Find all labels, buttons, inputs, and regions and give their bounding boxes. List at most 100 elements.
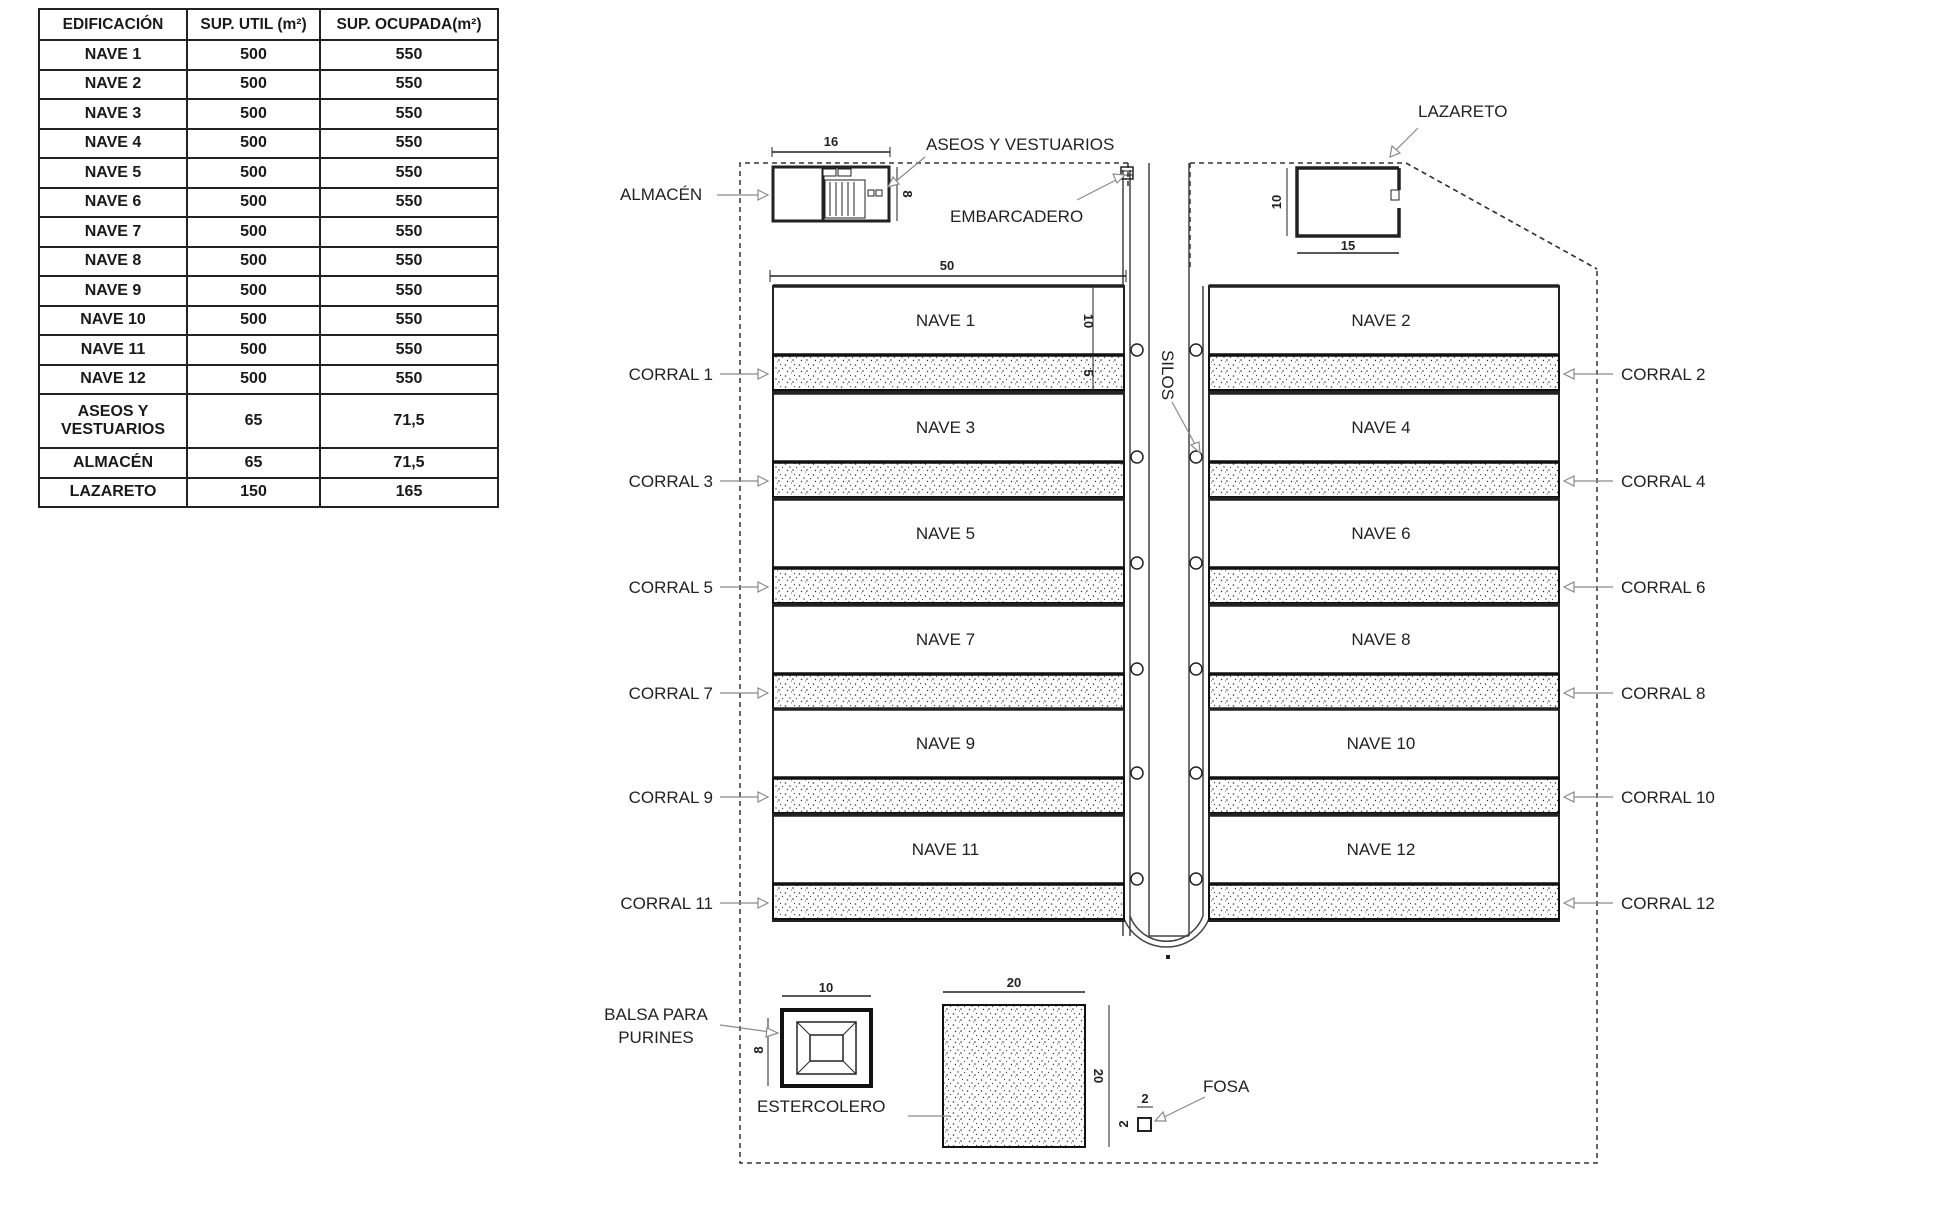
- arrow-head-icon: [757, 897, 770, 909]
- cell-sup-util: 500: [186, 157, 321, 189]
- corral-label: CORRAL 5: [629, 578, 713, 597]
- cell-building: NAVE 7: [38, 216, 188, 248]
- silos: [1130, 343, 1203, 886]
- lazareto-depth-label: 10: [1269, 195, 1284, 209]
- cell-building: NAVE 10: [38, 304, 188, 336]
- fosa-box: [1137, 1117, 1152, 1132]
- nave-label: NAVE 4: [1351, 418, 1410, 437]
- nave-label: NAVE 3: [916, 418, 975, 437]
- cell-sup-util: 500: [186, 304, 321, 336]
- silo-icon: [1189, 662, 1203, 676]
- silos-leader: [1171, 401, 1197, 447]
- aseos-leader: [894, 156, 926, 183]
- cell-sup-ocupada: 550: [319, 216, 499, 248]
- nave-depth-dimensions: 10 5: [1081, 286, 1096, 393]
- cell-sup-util: 500: [186, 245, 321, 277]
- balsa-width-label: 10: [819, 980, 833, 995]
- balsa-inner: [809, 1034, 844, 1062]
- corral-label-right: CORRAL 12: [1562, 894, 1715, 913]
- balsa-label-line2: PURINES: [618, 1028, 694, 1047]
- corral-label: CORRAL 1: [629, 365, 713, 384]
- corral-area: [1208, 673, 1560, 710]
- arrow-head-icon: [757, 581, 770, 593]
- cell-sup-util: 500: [186, 216, 321, 248]
- cell-building: ASEOS Y VESTUARIOS: [38, 393, 188, 449]
- nave-label: NAVE 1: [916, 311, 975, 330]
- corral-area: [1208, 777, 1560, 814]
- arrow-head-icon: [757, 189, 770, 201]
- corral-area: [772, 354, 1125, 391]
- cell-sup-ocupada: 71,5: [319, 393, 499, 449]
- aseos-interior: [824, 179, 866, 219]
- embarcadero-leader: [1076, 178, 1119, 201]
- arrow-head-icon: [1153, 1110, 1167, 1122]
- cell-building: NAVE 3: [38, 98, 188, 130]
- almacen-depth-label: 8: [900, 190, 915, 197]
- cell-building: NAVE 4: [38, 127, 188, 159]
- balsa-slope: [796, 1060, 811, 1075]
- cell-building: NAVE 6: [38, 186, 188, 218]
- arrow-head-icon: [1562, 581, 1575, 593]
- arrow-head-icon: [1189, 441, 1201, 455]
- lazareto-width-label: 15: [1341, 238, 1355, 253]
- cell-building: NAVE 2: [38, 68, 188, 100]
- silo-icon: [1130, 343, 1144, 357]
- lazareto-outline: [1295, 166, 1401, 238]
- cell-sup-ocupada: 550: [319, 304, 499, 336]
- cell-sup-util: 500: [186, 127, 321, 159]
- corral-depth-label: 5: [1081, 369, 1096, 376]
- nave-block: NAVE 9: [772, 707, 1125, 816]
- balsa-slope: [842, 1021, 857, 1036]
- nave-block: NAVE 2: [1208, 284, 1560, 393]
- corridor-marker: [1166, 955, 1170, 959]
- cell-sup-util: 65: [186, 393, 321, 449]
- corral-label: CORRAL 4: [1621, 472, 1705, 491]
- silo-icon: [1189, 343, 1203, 357]
- balsa-slope: [842, 1060, 857, 1075]
- embarcadero-label: EMBARCADERO: [950, 207, 1083, 226]
- corral-label-left: CORRAL 7: [629, 684, 770, 703]
- cell-building: NAVE 5: [38, 157, 188, 189]
- corral-area: [1208, 883, 1560, 920]
- arrow-head-icon: [886, 175, 901, 188]
- nave-depth-label: 10: [1081, 314, 1096, 328]
- corral-label: CORRAL 10: [1621, 788, 1715, 807]
- estercolero-depth-label: 20: [1091, 1069, 1106, 1083]
- header-sup-util: SUP. UTIL (m²): [186, 8, 321, 41]
- nave-block: NAVE 7: [772, 603, 1125, 712]
- header-edificacion: EDIFICACIÓN: [38, 8, 188, 41]
- nave-label: NAVE 12: [1347, 840, 1416, 859]
- cell-building: ALMACÉN: [38, 447, 188, 479]
- cell-sup-ocupada: 550: [319, 68, 499, 100]
- corridor-loop-inner: [1129, 915, 1204, 942]
- arrow-head-icon: [757, 687, 770, 699]
- silo-icon: [1189, 450, 1203, 464]
- fixture: [837, 168, 852, 177]
- arrow-head-icon: [1562, 791, 1575, 803]
- aseos-label: ASEOS Y VESTUARIOS: [926, 135, 1114, 154]
- cell-sup-util: 500: [186, 68, 321, 100]
- cell-sup-ocupada: 550: [319, 157, 499, 189]
- arrow-head-icon: [1562, 897, 1575, 909]
- silo-icon: [1189, 556, 1203, 570]
- silo-icon: [1130, 662, 1144, 676]
- corral-label-left: CORRAL 5: [629, 578, 770, 597]
- silos-label: SILOS: [1158, 350, 1177, 400]
- corral-area: [1208, 354, 1560, 391]
- corral-label: CORRAL 6: [1621, 578, 1705, 597]
- nave-block: NAVE 5: [772, 497, 1125, 606]
- cell-sup-util: 500: [186, 186, 321, 218]
- corral-label-right: CORRAL 2: [1562, 365, 1705, 384]
- fixture: [822, 168, 837, 177]
- cell-building: NAVE 8: [38, 245, 188, 277]
- arrow-head-icon: [757, 791, 770, 803]
- corral-label: CORRAL 9: [629, 788, 713, 807]
- cell-sup-ocupada: 550: [319, 127, 499, 159]
- fosa-leader: [1161, 1096, 1206, 1119]
- corral-area: [772, 883, 1125, 920]
- cell-sup-ocupada: 550: [319, 275, 499, 307]
